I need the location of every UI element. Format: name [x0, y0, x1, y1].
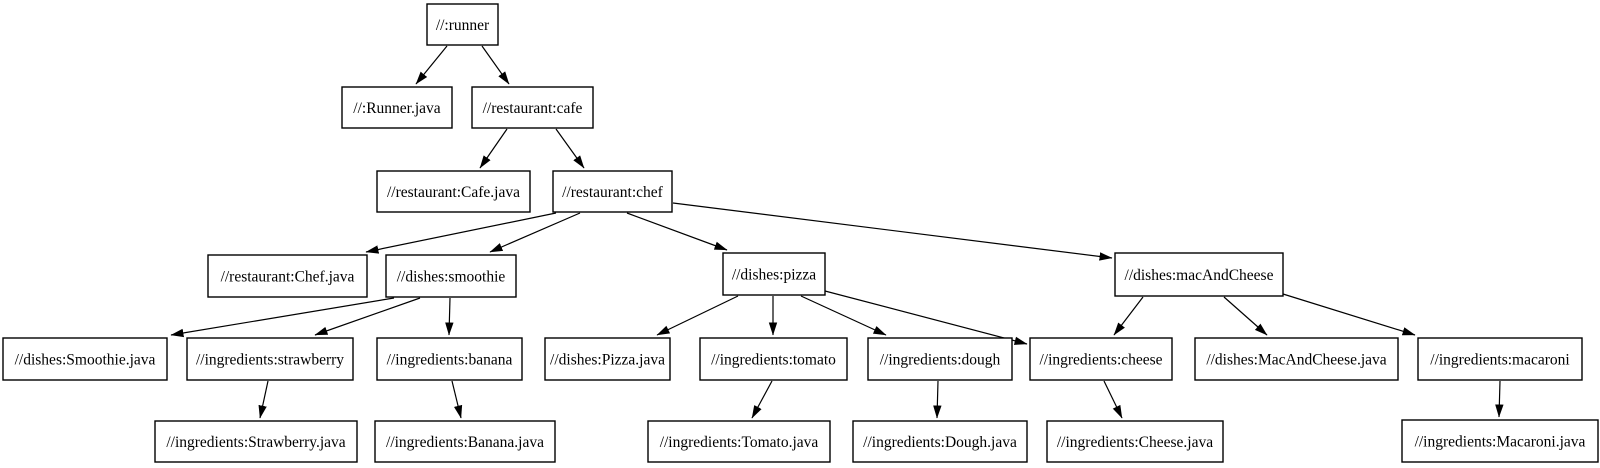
node-box [426, 3, 499, 46]
node-cafe: //restaurant:cafe [471, 86, 594, 129]
edge-runner-to-cafe [481, 45, 510, 85]
edge-runner-to-runner_java [415, 45, 448, 85]
node-box [699, 337, 848, 381]
node-strawberry_java: //ingredients:Strawberry.java [154, 420, 358, 463]
node-box [154, 420, 358, 463]
edge-smoothie-to-banana [445, 297, 454, 336]
node-label: //ingredients:banana [387, 352, 513, 369]
node-label: //ingredients:Strawberry.java [166, 434, 345, 451]
node-box [1029, 337, 1173, 381]
node-macaroni: //ingredients:macaroni [1417, 337, 1583, 381]
node-tomato_java: //ingredients:Tomato.java [647, 420, 831, 463]
node-box [647, 420, 831, 463]
node-box [867, 337, 1013, 381]
edge-chef-to-smoothie [489, 212, 581, 253]
edge-dough-to-dough_java [933, 380, 942, 419]
node-banana_java: //ingredients:Banana.java [374, 420, 556, 463]
node-box [852, 420, 1028, 463]
node-box [471, 86, 594, 129]
node-label: //ingredients:Dough.java [863, 434, 1017, 451]
node-smoothie_java: //dishes:Smoothie.java [2, 337, 168, 381]
edge-cafe-to-cafe_java [479, 128, 508, 169]
node-box [2, 337, 168, 381]
node-label: //ingredients:Tomato.java [660, 434, 819, 451]
edge-pizza-to-cheese [824, 290, 1028, 345]
node-label: //restaurant:Cafe.java [387, 184, 520, 201]
node-box [385, 254, 517, 298]
node-label: //:runner [436, 17, 490, 34]
edge-pizza-to-dough [800, 295, 887, 336]
node-cafe_java: //restaurant:Cafe.java [376, 170, 531, 213]
node-label: //:Runner.java [353, 100, 441, 117]
edge-macaroni-to-macaroni_java [1495, 380, 1504, 418]
node-smoothie: //dishes:smoothie [385, 254, 517, 298]
node-label: //restaurant:Chef.java [221, 269, 355, 286]
node-cheese: //ingredients:cheese [1029, 337, 1173, 381]
edge-smoothie-to-smoothie_java [170, 297, 395, 338]
edge-cafe-to-chef [555, 128, 585, 169]
node-label: //dishes:Pizza.java [550, 352, 665, 369]
edge-banana-to-banana_java [451, 380, 463, 419]
node-box [186, 337, 354, 381]
edge-tomato-to-tomato_java [751, 380, 773, 419]
node-label: //ingredients:dough [880, 352, 1001, 369]
node-chef_java: //restaurant:Chef.java [207, 254, 368, 298]
node-cheese_java: //ingredients:Cheese.java [1046, 420, 1224, 463]
edge-mac_and_cheese-to-mac_and_cheese_java [1223, 296, 1268, 336]
node-mac_and_cheese_java: //dishes:MacAndCheese.java [1194, 337, 1399, 381]
edge-cheese-to-cheese_java [1103, 380, 1123, 419]
node-box [374, 420, 556, 463]
node-label: //ingredients:Banana.java [386, 434, 544, 451]
node-label: //ingredients:strawberry [196, 352, 344, 369]
node-label: //ingredients:Macaroni.java [1415, 434, 1586, 451]
node-runner_java: //:Runner.java [341, 86, 453, 129]
node-box [552, 170, 673, 213]
edge-strawberry-to-strawberry_java [258, 380, 269, 419]
node-box [544, 337, 671, 381]
node-dough_java: //ingredients:Dough.java [852, 420, 1028, 463]
node-dough: //ingredients:dough [867, 337, 1013, 381]
node-runner: //:runner [426, 3, 499, 46]
node-pizza_java: //dishes:Pizza.java [544, 337, 671, 381]
edge-mac_and_cheese-to-macaroni [1282, 293, 1416, 336]
node-label: //restaurant:chef [562, 184, 664, 201]
edge-mac_and_cheese-to-cheese [1113, 296, 1144, 336]
node-label: //ingredients:tomato [711, 352, 836, 369]
node-label: //ingredients:macaroni [1430, 352, 1570, 369]
node-pizza: //dishes:pizza [722, 252, 826, 296]
node-box [722, 252, 826, 296]
node-mac_and_cheese: //dishes:macAndCheese [1114, 252, 1284, 297]
node-banana: //ingredients:banana [376, 337, 523, 381]
node-macaroni_java: //ingredients:Macaroni.java [1401, 419, 1599, 463]
node-chef: //restaurant:chef [552, 170, 673, 213]
edges-layer [170, 45, 1504, 419]
node-label: //dishes:Smoothie.java [15, 352, 156, 369]
edge-chef-to-mac_and_cheese [672, 202, 1113, 261]
node-box [1046, 420, 1224, 463]
node-tomato: //ingredients:tomato [699, 337, 848, 381]
node-box [376, 337, 523, 381]
node-box [1114, 252, 1284, 297]
node-label: //dishes:macAndCheese [1125, 267, 1274, 284]
node-label: //dishes:MacAndCheese.java [1206, 352, 1386, 369]
node-box [1194, 337, 1399, 381]
node-box [376, 170, 531, 213]
edge-chef-to-pizza [626, 212, 728, 251]
nodes-layer: //:runner //:Runner.java //restaurant:cafe… [2, 3, 1599, 463]
node-box [1401, 419, 1599, 463]
node-label: //ingredients:Cheese.java [1057, 434, 1213, 451]
edge-smoothie-to-strawberry [314, 297, 421, 336]
node-strawberry: //ingredients:strawberry [186, 337, 354, 381]
node-label: //dishes:smoothie [397, 269, 506, 286]
node-box [341, 86, 453, 129]
node-box [1417, 337, 1583, 381]
node-label: //dishes:pizza [732, 267, 816, 284]
edge-chef-to-chef_java [365, 212, 557, 254]
node-label: //ingredients:cheese [1039, 352, 1162, 369]
node-box [207, 254, 368, 298]
edge-pizza-to-pizza_java [656, 295, 739, 336]
node-label: //restaurant:cafe [483, 100, 583, 117]
